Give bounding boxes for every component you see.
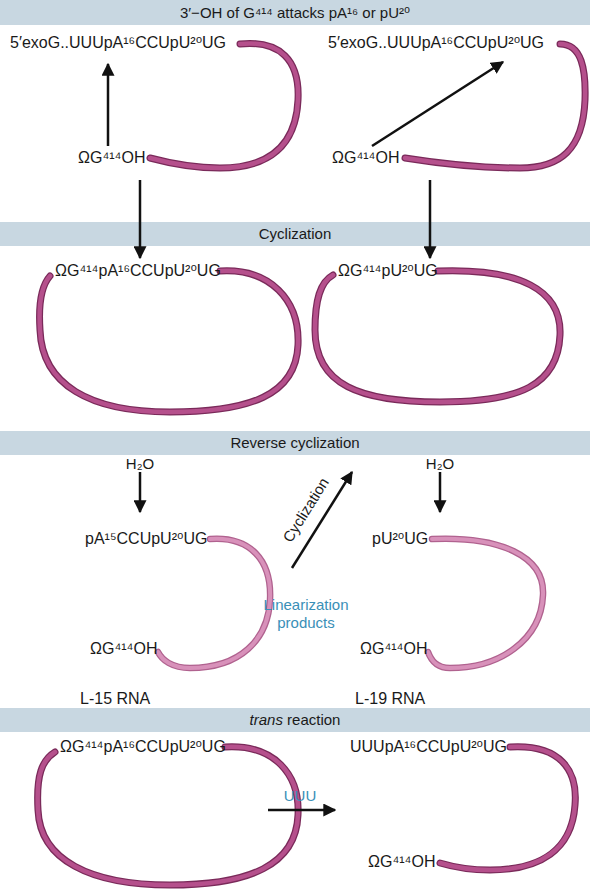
band-title: trans reaction: [250, 711, 341, 729]
rna-strand-outline: [150, 43, 298, 168]
section-band: Reverse cyclization: [0, 431, 590, 455]
rna-strand: [428, 539, 543, 668]
sequence-text: UUUpA¹⁶CCUpU²⁰UG: [350, 738, 507, 756]
title-word: reaction: [287, 711, 340, 728]
sequence-text: L-15 RNA: [80, 690, 150, 708]
reaction-arrow: [268, 809, 335, 812]
attack-arrow: [372, 62, 503, 146]
rna-strands: [38, 43, 586, 885]
attack-arrows: [108, 62, 503, 146]
edge-label: UUU: [284, 787, 317, 805]
rna-strand: [315, 271, 560, 402]
rna-strand-outline: [38, 747, 298, 885]
band-title: Cyclization: [259, 225, 332, 243]
section-band: 3′−OH of G⁴¹⁴ attacks pA¹⁶ or pU²⁰: [0, 0, 590, 25]
edge-label: H₂O: [126, 455, 154, 473]
reaction-arrow: [429, 180, 432, 258]
rna-molecule: 5′exoG..UUUpA¹⁶CCUpU²⁰UG ΩG⁴¹⁴OH: [320, 28, 590, 180]
section-band: trans reaction: [0, 708, 590, 732]
rna-strand: [150, 43, 298, 168]
sequence-text: ΩG⁴¹⁴OH: [368, 853, 435, 871]
sequence-text: 5′exoG..UUUpA¹⁶CCUpU²⁰UG: [328, 34, 544, 52]
rna-strand: [440, 747, 575, 870]
band-title: Reverse cyclization: [230, 434, 359, 452]
attack-arrow: [107, 64, 110, 146]
annotation-label: Linearization products: [250, 596, 362, 632]
sequence-text: ΩG⁴¹⁴OH: [332, 149, 399, 167]
sequence-text: pU²⁰UG: [372, 530, 428, 548]
sequence-text: L-19 RNA: [355, 690, 425, 708]
rna-strand-outline: [158, 539, 270, 668]
reaction-arrow: [439, 472, 442, 512]
rna-strand: [38, 747, 298, 885]
sequence-text: ΩG⁴¹⁴OH: [360, 640, 427, 658]
rna-strand-outline: [405, 44, 585, 168]
edge-label: Cyclization: [279, 474, 333, 545]
rna-strand-outline: [315, 271, 560, 402]
rna-strand-outline: [428, 539, 543, 668]
reaction-arrow: [139, 180, 142, 258]
rna-strand-outline: [39, 271, 298, 412]
rna-strand: [39, 271, 298, 412]
reaction-arrow: [139, 472, 142, 512]
sequence-text: ΩG⁴¹⁴OH: [90, 640, 157, 658]
rna-strand: [158, 539, 270, 668]
sequence-text: ΩG⁴¹⁴OH: [78, 149, 145, 167]
title-word: trans: [250, 711, 288, 728]
sequence-text: ΩG⁴¹⁴pA¹⁶CCUpU²⁰UG: [55, 262, 221, 280]
sequence-text: 5′exoG..UUUpA¹⁶CCUpU²⁰UG: [10, 34, 226, 52]
rna-strand: [405, 44, 585, 168]
linear-rna: pA¹⁵CCUpU²⁰UG ΩG⁴¹⁴OH L-15 RNA: [70, 512, 292, 706]
rna-molecule: 5′exoG..UUUpA¹⁶CCUpU²⁰UG ΩG⁴¹⁴OH: [5, 28, 300, 180]
edge-label: H₂O: [426, 455, 454, 473]
sequence-text: ΩG⁴¹⁴pA¹⁶CCUpU²⁰UG: [60, 738, 226, 756]
sequence-text: ΩG⁴¹⁴pU²⁰UG: [338, 262, 438, 280]
linear-rna: UUUpA¹⁶CCUpU²⁰UG ΩG⁴¹⁴OH: [335, 736, 585, 890]
circular-rna: ΩG⁴¹⁴pA¹⁶CCUpU²⁰UG: [30, 736, 268, 892]
rna-strand-outline: [440, 747, 575, 870]
section-band: Cyclization: [0, 222, 590, 246]
sequence-text: pA¹⁵CCUpU²⁰UG: [85, 530, 207, 548]
band-title: 3′−OH of G⁴¹⁴ attacks pA¹⁶ or pU²⁰: [180, 4, 410, 22]
linear-rna: pU²⁰UG ΩG⁴¹⁴OH L-19 RNA: [350, 512, 570, 706]
